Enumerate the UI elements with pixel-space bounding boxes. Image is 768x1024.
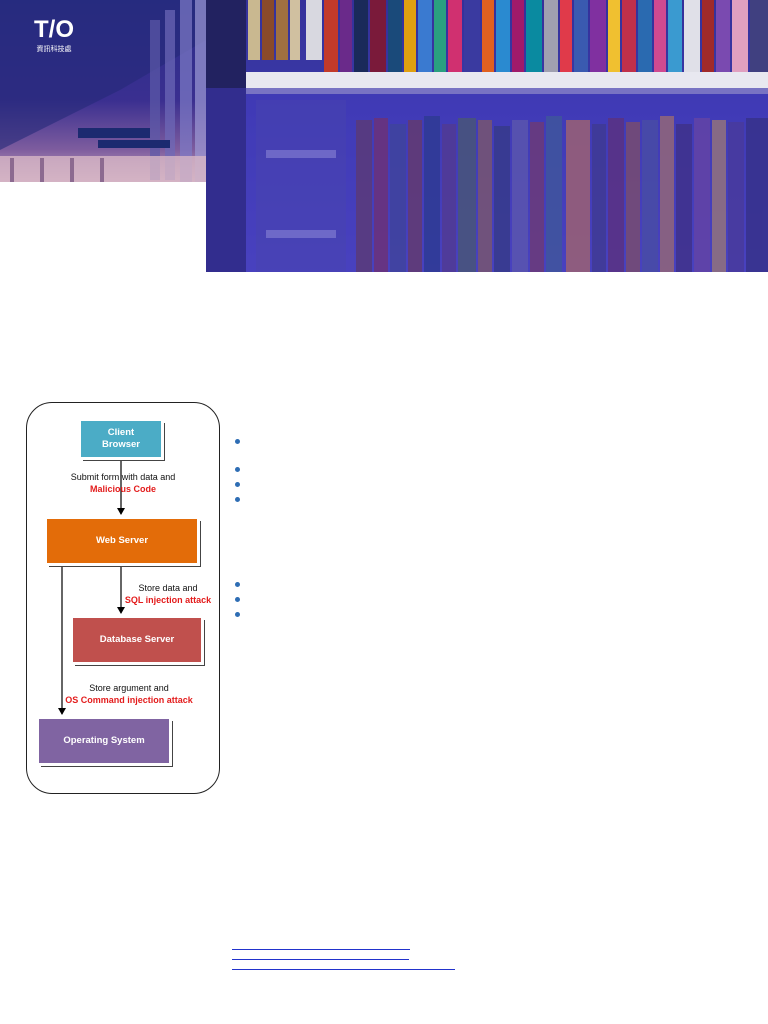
submit-edge-attack: Malicious Code	[89, 484, 156, 494]
logo-caption: 資訊科技處	[36, 46, 72, 53]
store-edge-label: Store data and SQL injection attack	[120, 582, 216, 606]
reference-link-3[interactable]	[232, 969, 455, 970]
bullet-marker	[235, 582, 240, 587]
operating-system-node: Operating System	[38, 718, 170, 764]
database-server-node: Database Server	[72, 617, 202, 663]
logo-mark-icon: T/O	[34, 16, 74, 43]
store-edge-attack: SQL injection attack	[124, 595, 212, 605]
bullet-marker	[235, 597, 240, 602]
os-edge-attack: OS Command injection attack	[65, 695, 193, 705]
web-server-node: Web Server	[46, 518, 198, 564]
os-edge-text: Store argument and	[89, 683, 169, 693]
bullet-marker	[235, 467, 240, 472]
logo: T/O 資訊科技處	[28, 12, 80, 58]
bullet-marker	[235, 612, 240, 617]
library-aisle-illustration	[0, 0, 206, 182]
client-node-line-2: Browser	[101, 439, 140, 450]
submit-edge-text: Submit form with data and	[70, 472, 176, 482]
bullet-marker	[235, 439, 240, 444]
os-edge-label: Store argument and OS Command injection …	[56, 682, 202, 706]
bookshelf-illustration	[206, 0, 768, 272]
client-node-line-1: Client	[107, 427, 135, 438]
banner-tint-overlay	[206, 88, 768, 272]
reference-link-2[interactable]	[232, 959, 409, 960]
logo-mark-text: T/O	[34, 16, 74, 43]
header-banner: T/O 資訊科技處	[0, 0, 768, 272]
banner-left-photo	[0, 0, 206, 182]
client-browser-node: Client Browser	[80, 420, 162, 458]
reference-link-1[interactable]	[232, 949, 410, 950]
banner-right-photo	[206, 0, 768, 272]
store-edge-text: Store data and	[138, 583, 198, 593]
submit-edge-label: Submit form with data and Malicious Code	[56, 471, 190, 495]
bullet-marker	[235, 497, 240, 502]
bullet-marker	[235, 482, 240, 487]
